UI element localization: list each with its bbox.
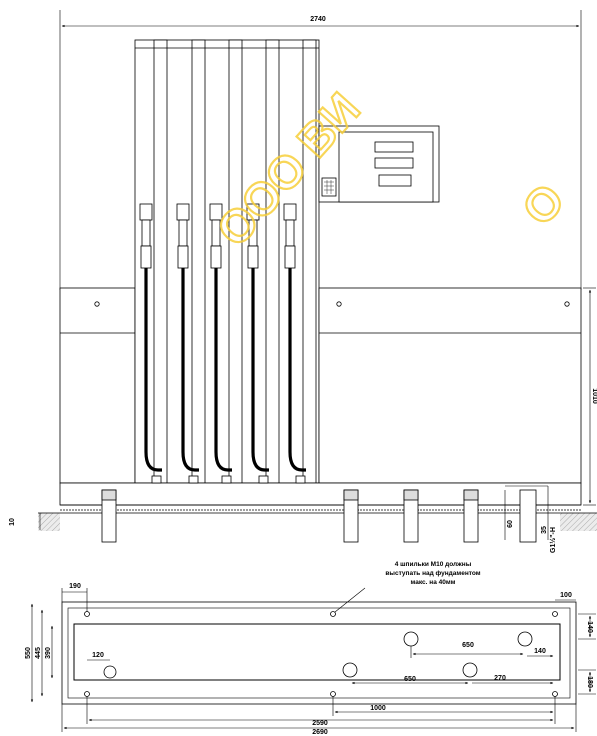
dim-pipe-offset: 35 xyxy=(541,526,548,534)
dim-total-width: 2740 xyxy=(310,16,326,23)
installation-note: 4 шпильки М10 должны выступать над фунда… xyxy=(385,561,480,586)
dim-height-inner: 390 xyxy=(45,647,52,659)
left-cabinet xyxy=(59,287,136,484)
dim-mid-span: 2590 xyxy=(312,720,328,727)
dim-hole-offset: 120 xyxy=(92,652,104,659)
plan-view xyxy=(61,601,577,705)
plan-labels: 190 100 550 445 390 120 140 180 650 140 … xyxy=(25,583,593,736)
dim-top-right: 100 xyxy=(560,592,572,599)
elevation-labels: 2740 1010 10 60 35 G1½"-H xyxy=(9,16,597,553)
nozzle-4 xyxy=(246,203,269,484)
nozzle-5 xyxy=(283,203,306,484)
dim-left-gap: 10 xyxy=(9,518,16,526)
watermark-text-right: О xyxy=(512,174,575,235)
dim-pipe-spec: G1½"-H xyxy=(549,527,557,553)
base-plinth xyxy=(59,482,582,506)
dim-inner-span: 1000 xyxy=(370,705,386,712)
nozzle-3 xyxy=(209,203,232,484)
dim-right-top: 140 xyxy=(586,621,593,633)
dim-spacing-lower: 650 xyxy=(404,676,416,683)
nozzle-1 xyxy=(139,203,162,484)
nozzle-2 xyxy=(176,203,199,484)
dim-top-left: 190 xyxy=(69,583,81,590)
outer-frame xyxy=(61,601,577,705)
dim-right-bottom: 180 xyxy=(586,676,593,688)
dim-height-outer: 550 xyxy=(25,647,32,659)
keypad-icon xyxy=(324,180,334,194)
note-line-2: выступать над фундаментом xyxy=(385,570,480,577)
dim-foot-depth: 60 xyxy=(507,520,514,528)
elevation-view xyxy=(59,10,582,511)
ground xyxy=(38,512,597,531)
dim-total-span: 2690 xyxy=(312,729,328,736)
note-line-1: 4 шпильки М10 должны xyxy=(395,561,472,568)
plan-dimension-lines xyxy=(30,587,596,732)
anchor-feet xyxy=(101,489,537,543)
right-cabinet xyxy=(318,287,582,484)
dim-spacing-upper: 650 xyxy=(462,642,474,649)
dim-height-mid: 445 xyxy=(35,647,42,659)
note-line-3: макс. на 40мм xyxy=(411,579,456,586)
nozzles xyxy=(139,203,306,484)
dim-spacing-upper-right: 140 xyxy=(534,648,546,655)
dim-cabinet-height: 1010 xyxy=(591,388,597,404)
dim-spacing-lower-right: 270 xyxy=(494,675,506,682)
